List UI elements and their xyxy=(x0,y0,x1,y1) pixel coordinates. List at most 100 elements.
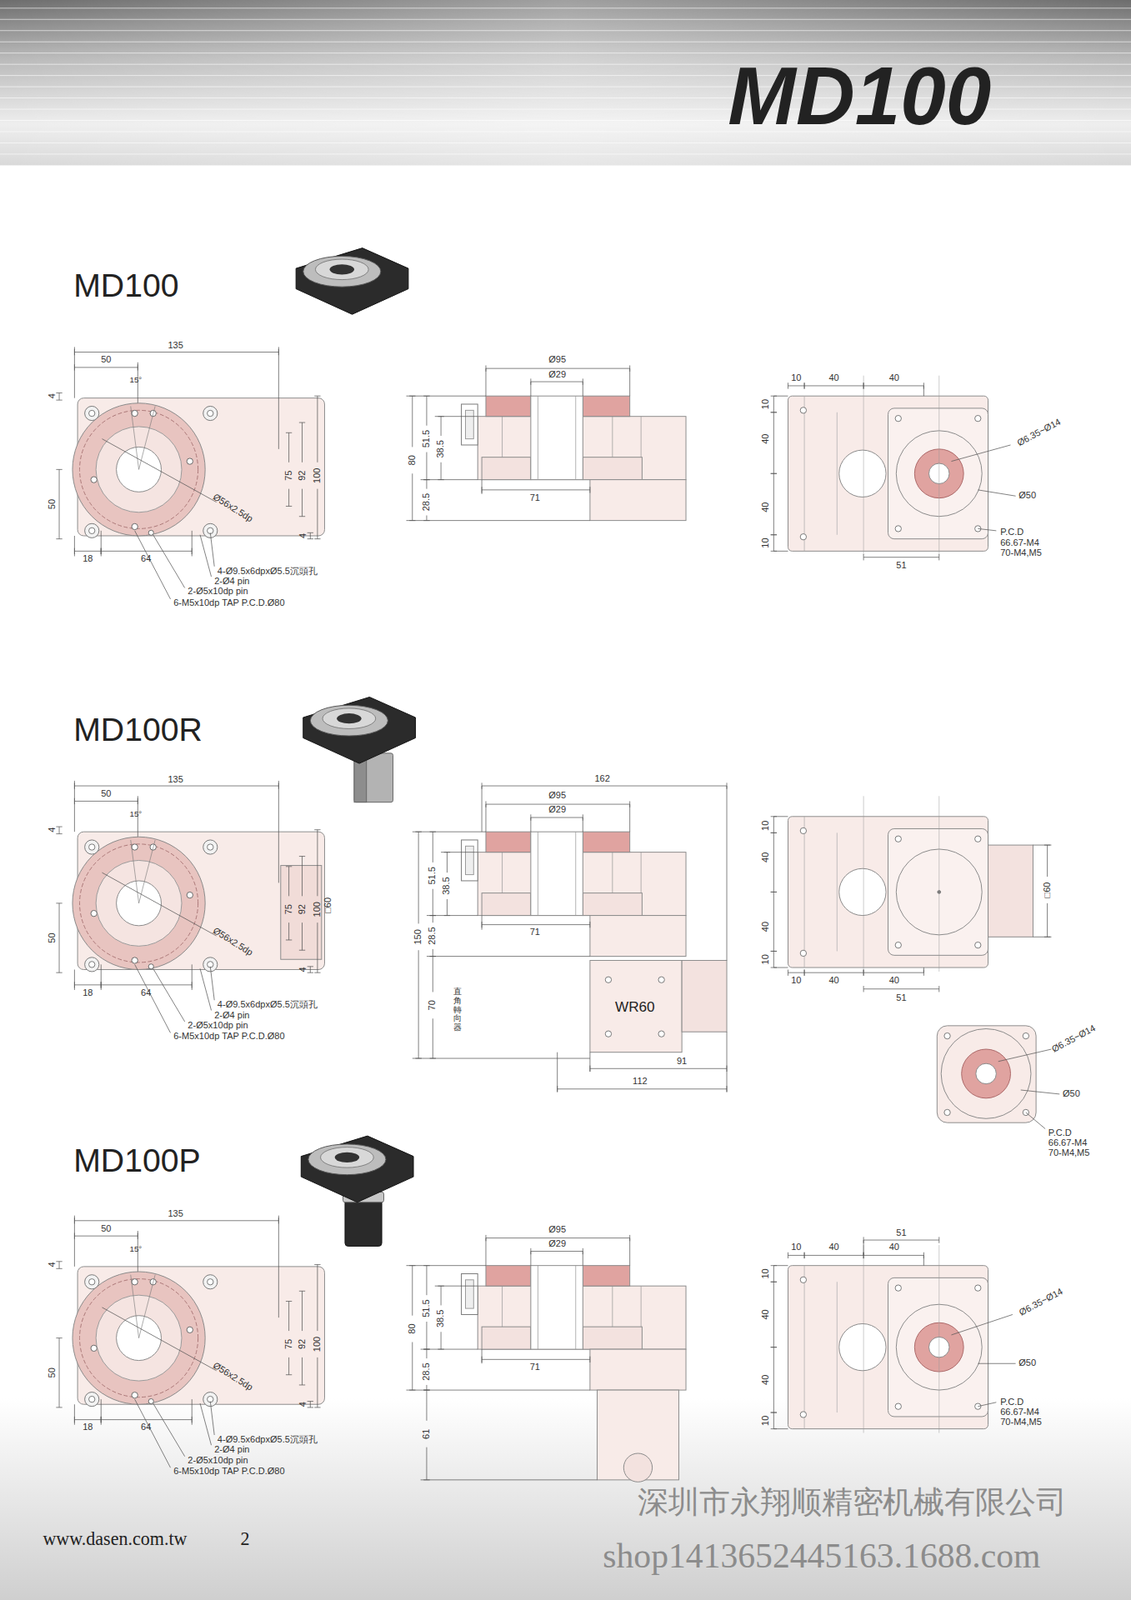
dimension-label: 40 xyxy=(760,852,771,863)
dimension-label: 71 xyxy=(530,928,541,938)
dimension-label: 40 xyxy=(760,434,771,445)
dimension-label: 4 xyxy=(47,393,57,399)
dimension-label: 40 xyxy=(828,1242,839,1252)
dimension-label: 71 xyxy=(530,1363,541,1373)
callout-text: 2-Ø5x10dp pin xyxy=(187,587,248,597)
dimension-label: 40 xyxy=(889,1242,900,1252)
part-label: WR60 xyxy=(615,999,656,1014)
dimension-label: 18 xyxy=(82,1423,93,1433)
section-heading: MD100P xyxy=(73,1144,201,1177)
dimension-label: 91 xyxy=(676,1056,687,1066)
dimension-label: 70 xyxy=(428,1000,438,1011)
dimension-label: 10 xyxy=(760,399,771,410)
dimension-label: 64 xyxy=(140,1423,151,1433)
dimension-label: 4 xyxy=(47,1261,57,1267)
dimension-label: 10 xyxy=(760,1268,771,1279)
dimension-label: 40 xyxy=(760,921,771,932)
dimension-label: Ø95 xyxy=(548,1225,566,1235)
dimension-label: 100 xyxy=(312,901,322,917)
callout-text: P.C.D xyxy=(1048,1128,1072,1138)
callout-text: 66.67-M4 xyxy=(1000,538,1040,548)
section-heading: MD100 xyxy=(73,269,179,302)
dimension-label: 40 xyxy=(828,975,839,986)
page-title: MD100 xyxy=(727,55,991,138)
dimension-label: 100 xyxy=(312,468,322,484)
callout-text: Ø50 xyxy=(1062,1089,1081,1099)
dimension-label: 4 xyxy=(298,966,308,972)
dimension-label: 40 xyxy=(889,975,900,986)
dimension-label: 50 xyxy=(47,1367,57,1378)
callout-text: 66.67-M4 xyxy=(1000,1408,1040,1418)
callout-text: 2-Ø5x10dp pin xyxy=(187,1456,248,1466)
dimension-label: 直角轉向器 xyxy=(453,988,462,1034)
dimension-label: 112 xyxy=(632,1077,648,1087)
callout-text: 70-M4,M5 xyxy=(1000,548,1042,558)
dimension-label: 51.5 xyxy=(421,1299,431,1317)
dimension-label: 50 xyxy=(100,1224,111,1234)
dimension-label: 150 xyxy=(414,929,424,945)
callout-text: Ø6.35~Ø14 xyxy=(1050,1023,1098,1055)
callout-text: P.C.D xyxy=(1000,528,1024,538)
dimension-label: 10 xyxy=(790,975,801,986)
dimension-label: 10 xyxy=(790,1242,801,1252)
dimension-label: □60 xyxy=(324,897,334,914)
dimension-label: 135 xyxy=(167,775,183,785)
callout-text: 2-Ø5x10dp pin xyxy=(187,1020,248,1031)
dimension-label: 10 xyxy=(760,820,771,831)
callout-text: 70-M4,M5 xyxy=(1048,1148,1091,1158)
dimension-label: 40 xyxy=(828,374,839,384)
dimension-label: 51.5 xyxy=(421,430,431,448)
callout-text: 6-M5x10dp TAP P.C.D.Ø80 xyxy=(173,1032,285,1042)
dimension-label: 162 xyxy=(594,774,610,784)
dimension-label: 135 xyxy=(167,1210,183,1220)
page-number: 2 xyxy=(240,1530,250,1549)
dimension-label: 40 xyxy=(889,374,900,384)
dimension-label: 50 xyxy=(47,499,57,510)
dimension-label: 15° xyxy=(129,376,142,386)
dimension-label: 71 xyxy=(530,493,541,503)
dimension-label: 51.5 xyxy=(428,866,438,885)
section-heading: MD100R xyxy=(73,713,203,746)
callout-text: Ø6.35~Ø14 xyxy=(1017,1286,1065,1318)
dimension-label: 10 xyxy=(790,374,801,384)
dimension-label: 4 xyxy=(298,1401,308,1407)
dimension-label: 100 xyxy=(312,1336,322,1352)
dimension-label: 51 xyxy=(895,993,906,1003)
callout-text: 4-Ø9.5x6dpxØ5.5沉頭孔 xyxy=(217,1436,318,1446)
dimension-label: 51 xyxy=(895,1228,906,1238)
dimension-label: 61 xyxy=(421,1429,431,1440)
dimension-label: 135 xyxy=(167,341,183,351)
callout-text: 66.67-M4 xyxy=(1048,1138,1088,1148)
dimension-label: Ø95 xyxy=(548,791,566,801)
dimension-label: 80 xyxy=(407,1323,417,1334)
dimension-label: 75 xyxy=(284,470,294,481)
dimension-label: □60 xyxy=(1042,882,1052,899)
dimension-label: 92 xyxy=(297,904,307,915)
dimension-label: 10 xyxy=(760,537,771,548)
dimension-label: 40 xyxy=(760,1375,771,1386)
callout-text: Ø6.35~Ø14 xyxy=(1015,417,1063,449)
dimension-label: 50 xyxy=(47,932,57,943)
dimension-label: 15° xyxy=(129,810,142,819)
callout-text: 4-Ø9.5x6dpxØ5.5沉頭孔 xyxy=(217,566,318,576)
watermark: shop1413652445163.1688.com xyxy=(602,1539,1041,1575)
callout-text: Ø50 xyxy=(1018,491,1036,501)
dimension-label: 40 xyxy=(760,502,771,513)
dimension-label: 38.5 xyxy=(436,440,446,458)
dimension-label: 92 xyxy=(297,1339,307,1350)
callout-text: 6-M5x10dp TAP P.C.D.Ø80 xyxy=(173,1467,285,1477)
callout-text: P.C.D xyxy=(1000,1397,1024,1407)
callout-text: 2-Ø4 pin xyxy=(214,1010,250,1021)
dimension-label: 75 xyxy=(284,1339,294,1350)
dimension-label: 10 xyxy=(760,1416,771,1427)
dimension-label: 80 xyxy=(407,455,417,466)
dimension-label: 92 xyxy=(297,470,307,481)
dimension-label: 50 xyxy=(100,355,111,366)
dimension-label: Ø29 xyxy=(548,370,566,380)
callout-text: 6-M5x10dp TAP P.C.D.Ø80 xyxy=(173,598,285,608)
dimension-label: 64 xyxy=(140,555,151,565)
dimension-label: 75 xyxy=(284,904,294,915)
dimension-label: Ø29 xyxy=(548,805,566,816)
callout-text: Ø50 xyxy=(1018,1359,1036,1369)
